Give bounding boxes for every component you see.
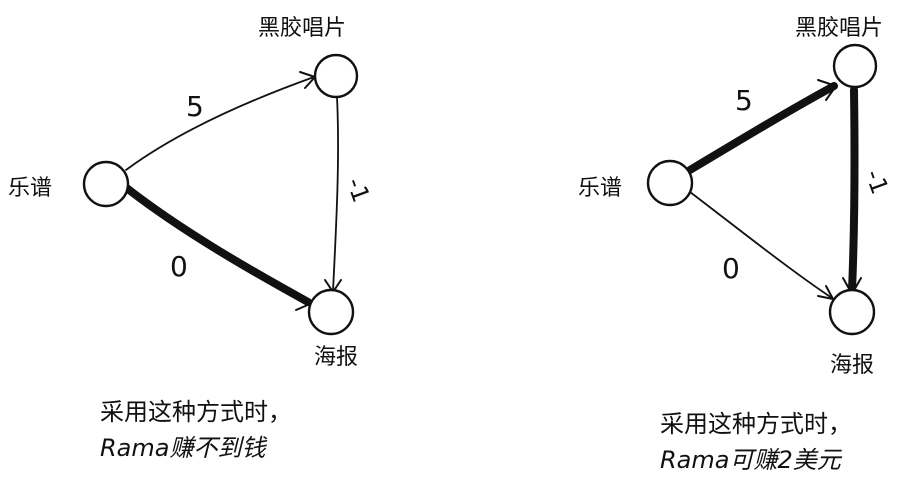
weight-record-to-poster: -1	[859, 166, 893, 198]
node-record	[313, 53, 359, 99]
caption-line-1: 采用这种方式时，	[660, 410, 852, 438]
label-sheet: 乐谱	[578, 176, 622, 201]
weight-record-to-poster: -1	[341, 174, 375, 206]
caption-line-2: Rama赚不到钱	[100, 434, 267, 462]
node-poster	[307, 288, 355, 336]
label-poster: 海报	[314, 345, 358, 370]
arrowhead-sheet-to-record	[817, 79, 837, 101]
diagram-right: 乐谱 黑胶唱片 海报 5 -1 0 采用这种方式时， Rama可赚2美元	[578, 16, 894, 474]
weight-sheet-to-record: 5	[735, 84, 753, 117]
edge-sheet-to-poster	[689, 191, 833, 299]
caption-line-1: 采用这种方式时，	[100, 398, 292, 426]
diagram-left: 乐谱 黑胶唱片 海报 5 -1 0 采用这种方式时， Rama赚不到钱	[8, 16, 375, 462]
label-poster: 海报	[830, 353, 874, 378]
edge-sheet-to-poster	[120, 182, 312, 306]
label-record: 黑胶唱片	[795, 16, 883, 41]
node-poster	[828, 288, 876, 336]
edge-record-to-poster	[848, 86, 859, 294]
weight-sheet-to-poster: 0	[170, 250, 188, 283]
edge-sheet-to-record	[686, 82, 838, 174]
weight-sheet-to-record: 5	[186, 90, 204, 123]
node-sheet	[646, 159, 694, 207]
edge-sheet-to-record	[125, 76, 315, 171]
caption-line-2: Rama可赚2美元	[660, 446, 843, 474]
node-record	[832, 43, 878, 89]
node-sheet	[82, 160, 130, 208]
edge-record-to-poster	[332, 96, 339, 292]
label-sheet: 乐谱	[8, 176, 52, 201]
label-record: 黑胶唱片	[258, 16, 346, 41]
weight-sheet-to-poster: 0	[722, 252, 740, 285]
